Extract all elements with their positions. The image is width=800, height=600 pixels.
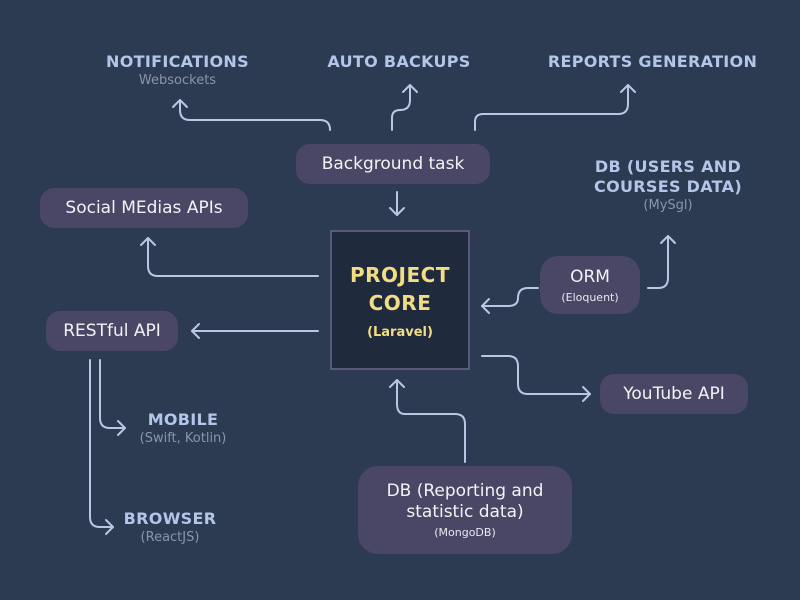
auto-backups-title: AUTO BACKUPS	[327, 52, 471, 71]
arrowhead-youtube	[582, 386, 591, 402]
db-reporting-line1: DB (Reporting and	[386, 481, 544, 501]
arrowhead-restful-api	[191, 323, 200, 339]
project-core-box: PROJECT CORE (Laravel)	[330, 230, 470, 370]
reports-generation-label: REPORTS GENERATION	[535, 52, 770, 72]
orm-box: ORM (Eloquent)	[540, 256, 640, 314]
arrowhead-db-users	[660, 235, 676, 244]
background-task-box: Background task	[296, 144, 490, 184]
mobile-title: MOBILE	[147, 410, 219, 429]
db-reporting-sub: (MongoDB)	[434, 526, 496, 539]
db-users-label: DB (USERS AND COURSES DATA) (MySgl)	[580, 157, 756, 215]
notifications-sub: Websockets	[138, 73, 217, 88]
db-reporting-line2: statistic data)	[406, 502, 524, 522]
arrow-db-reporting-to-core	[396, 379, 466, 463]
db-reporting-box: DB (Reporting and statistic data) (Mongo…	[358, 466, 572, 554]
arrowhead-browser	[105, 519, 114, 535]
notifications-label: NOTIFICATIONS Websockets	[90, 52, 265, 90]
reports-generation-title: REPORTS GENERATION	[547, 52, 758, 71]
arrow-to-reports	[474, 84, 629, 131]
orm-sub: (Eloquent)	[561, 290, 619, 304]
arrowhead-core-top	[389, 207, 405, 216]
arrow-to-notifications	[179, 99, 331, 131]
arrowhead-notifications	[172, 99, 188, 108]
arrowhead-core-bottom	[389, 379, 405, 388]
arrowhead-mobile	[117, 420, 126, 436]
db-users-sub: (MySgl)	[643, 198, 693, 213]
arrowhead-orm-core	[481, 298, 490, 314]
core-title-line1: PROJECT	[350, 262, 450, 287]
background-task-label: Background task	[321, 153, 465, 174]
db-users-title-line1: DB (USERS AND	[594, 157, 742, 176]
restful-api-label: RESTful API	[63, 320, 161, 341]
arrowhead-social-apis	[140, 237, 156, 246]
auto-backups-label: AUTO BACKUPS	[310, 52, 488, 72]
core-subtitle: (Laravel)	[367, 324, 433, 340]
db-users-title-line2: COURSES DATA)	[594, 177, 742, 196]
arrow-to-youtube	[481, 355, 591, 395]
mobile-sub: (Swift, Kotlin)	[139, 431, 227, 446]
browser-title: BROWSER	[123, 509, 217, 528]
orm-label: ORM	[570, 266, 610, 287]
arrow-orm-to-core	[481, 287, 539, 307]
notifications-title: NOTIFICATIONS	[106, 52, 249, 71]
arrow-to-mobile	[99, 359, 126, 429]
arrowhead-auto-backups	[402, 84, 418, 93]
youtube-api-label: YouTube API	[623, 383, 725, 404]
arrow-to-auto-backups	[391, 84, 411, 131]
youtube-api-box: YouTube API	[600, 374, 748, 414]
social-apis-box: Social MEdias APIs	[40, 188, 248, 228]
browser-sub: (ReactJS)	[140, 530, 200, 545]
arrowhead-reports	[620, 84, 636, 93]
arrow-to-browser	[89, 359, 114, 528]
browser-label: BROWSER (ReactJS)	[115, 509, 225, 547]
arrow-to-social-apis	[147, 237, 319, 277]
restful-api-box: RESTful API	[46, 311, 178, 351]
arrow-orm-to-db-users	[647, 235, 669, 289]
core-title-line2: CORE	[368, 290, 432, 315]
mobile-label: MOBILE (Swift, Kotlin)	[128, 410, 238, 448]
social-apis-label: Social MEdias APIs	[65, 197, 223, 218]
